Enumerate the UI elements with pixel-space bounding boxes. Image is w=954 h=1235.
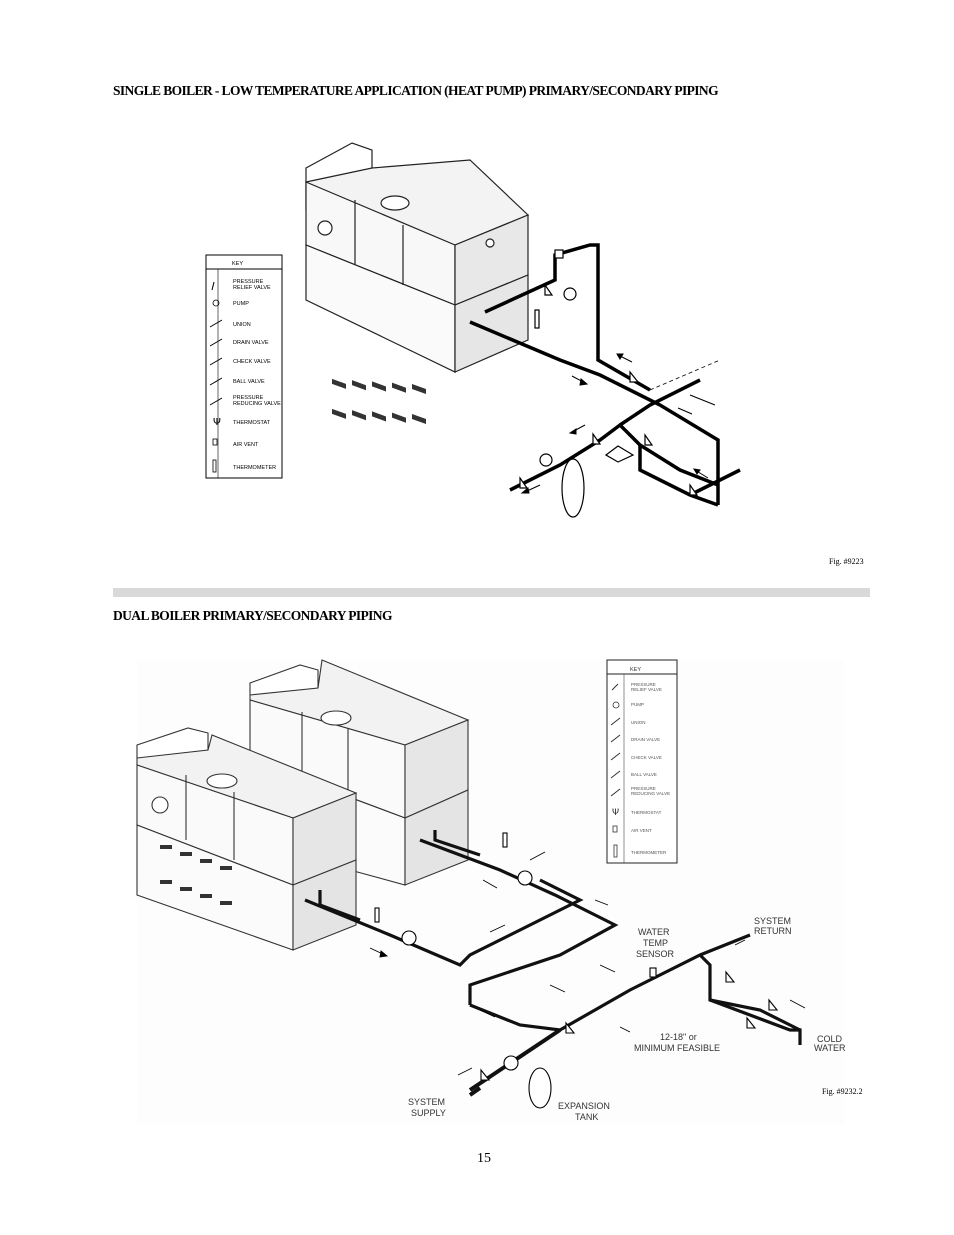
water-temp-sensor-label: WATER (638, 927, 670, 937)
figure1-dashed-line (649, 359, 721, 391)
figure1-key-item: PRESSURE (233, 279, 264, 285)
figure1-valves (519, 249, 699, 518)
svg-text:Ψ: Ψ (213, 417, 221, 428)
figure1-caption: Fig. #9223 (829, 557, 864, 566)
system-return-label: RETURN (754, 926, 792, 936)
water-temp-sensor-label: TEMP (643, 938, 668, 948)
figure1-key-item: AIR VENT (233, 442, 259, 448)
page-number: 15 (477, 1151, 491, 1166)
figure1-key-item: CHECK VALVE (233, 359, 271, 365)
figure2-key-item: BALL VALVE (631, 772, 657, 777)
figure2-key-item: REDUCING VALVE (631, 791, 670, 796)
distance-label: 12-18" or (660, 1032, 697, 1042)
expansion-tank-label: EXPANSION (558, 1101, 610, 1111)
figure1-key-item: DRAIN VALVE (233, 340, 269, 346)
figure1-key-item: THERMOSTAT (233, 420, 271, 426)
figure2-key-item: PUMP (631, 702, 644, 707)
figure2-key-item: CHECK VALVE (631, 755, 662, 760)
figure2-caption: Fig. #9232.2 (822, 1087, 863, 1096)
figure2-heading: DUAL BOILER PRIMARY/SECONDARY PIPING (113, 608, 392, 623)
figure1-key-item: PRESSURE (233, 395, 264, 401)
section-divider (113, 588, 870, 597)
figure1-key-box: Ψ (205, 254, 283, 479)
figure1-key-title: KEY (232, 261, 243, 267)
cold-water-label: COLD (817, 1034, 843, 1044)
cold-water-label: WATER (814, 1043, 846, 1053)
system-supply-label: SYSTEM (408, 1097, 445, 1107)
figure2-key-item: AIR VENT (631, 828, 652, 833)
figure2-vents (160, 845, 232, 905)
figure2-key-item: UNION (631, 720, 646, 725)
figure2-diagram: Ψ KEY PRESSURE RELIEF VALVE PUMP UNION D… (136, 659, 846, 1125)
system-return-label: SYSTEM (754, 916, 791, 926)
figure2-key-item: RELIEF VALVE (631, 687, 662, 692)
svg-text:Ψ: Ψ (612, 808, 619, 818)
figure2-key-item: DRAIN VALVE (631, 737, 660, 742)
figure2-key-title: KEY (630, 667, 641, 673)
figure1-key-item: RELIEF VALVE (233, 285, 271, 291)
figure2-key-item: THERMOMETER (631, 850, 667, 855)
figure2-key-item: PRESSURE (631, 786, 656, 791)
figure2-key-item: PRESSURE (631, 682, 656, 687)
figure2-flow-arrows (369, 851, 806, 1076)
water-temp-sensor-label: SENSOR (636, 949, 675, 959)
system-supply-label: SUPPLY (411, 1108, 446, 1118)
figure2-key-box: Ψ (606, 659, 678, 864)
distance-label: MINIMUM FEASIBLE (634, 1043, 720, 1053)
figure2-key-item: THERMOSTAT (631, 810, 662, 815)
figure1-key-item: PUMP (233, 301, 249, 307)
boiler-vents (332, 378, 426, 425)
figure1-heading: SINGLE BOILER - LOW TEMPERATURE APPLICAT… (113, 83, 719, 98)
figure1-diagram: Ψ KEY PRESSURE RELIEF VALVE PUMP UNION D… (205, 142, 741, 518)
boiler-unit (305, 142, 530, 373)
figure1-key-item: UNION (233, 322, 251, 328)
figure1-key-item: BALL VALVE (233, 379, 265, 385)
figure1-flow-arrows (520, 353, 716, 494)
front-boiler-unit (136, 727, 358, 951)
figure2-valves (374, 832, 779, 1109)
figure1-key-item: THERMOMETER (233, 465, 276, 471)
expansion-tank-label: TANK (575, 1112, 598, 1122)
figure1-key-item: REDUCING VALVE (233, 401, 281, 407)
figure1-piping (469, 243, 741, 507)
